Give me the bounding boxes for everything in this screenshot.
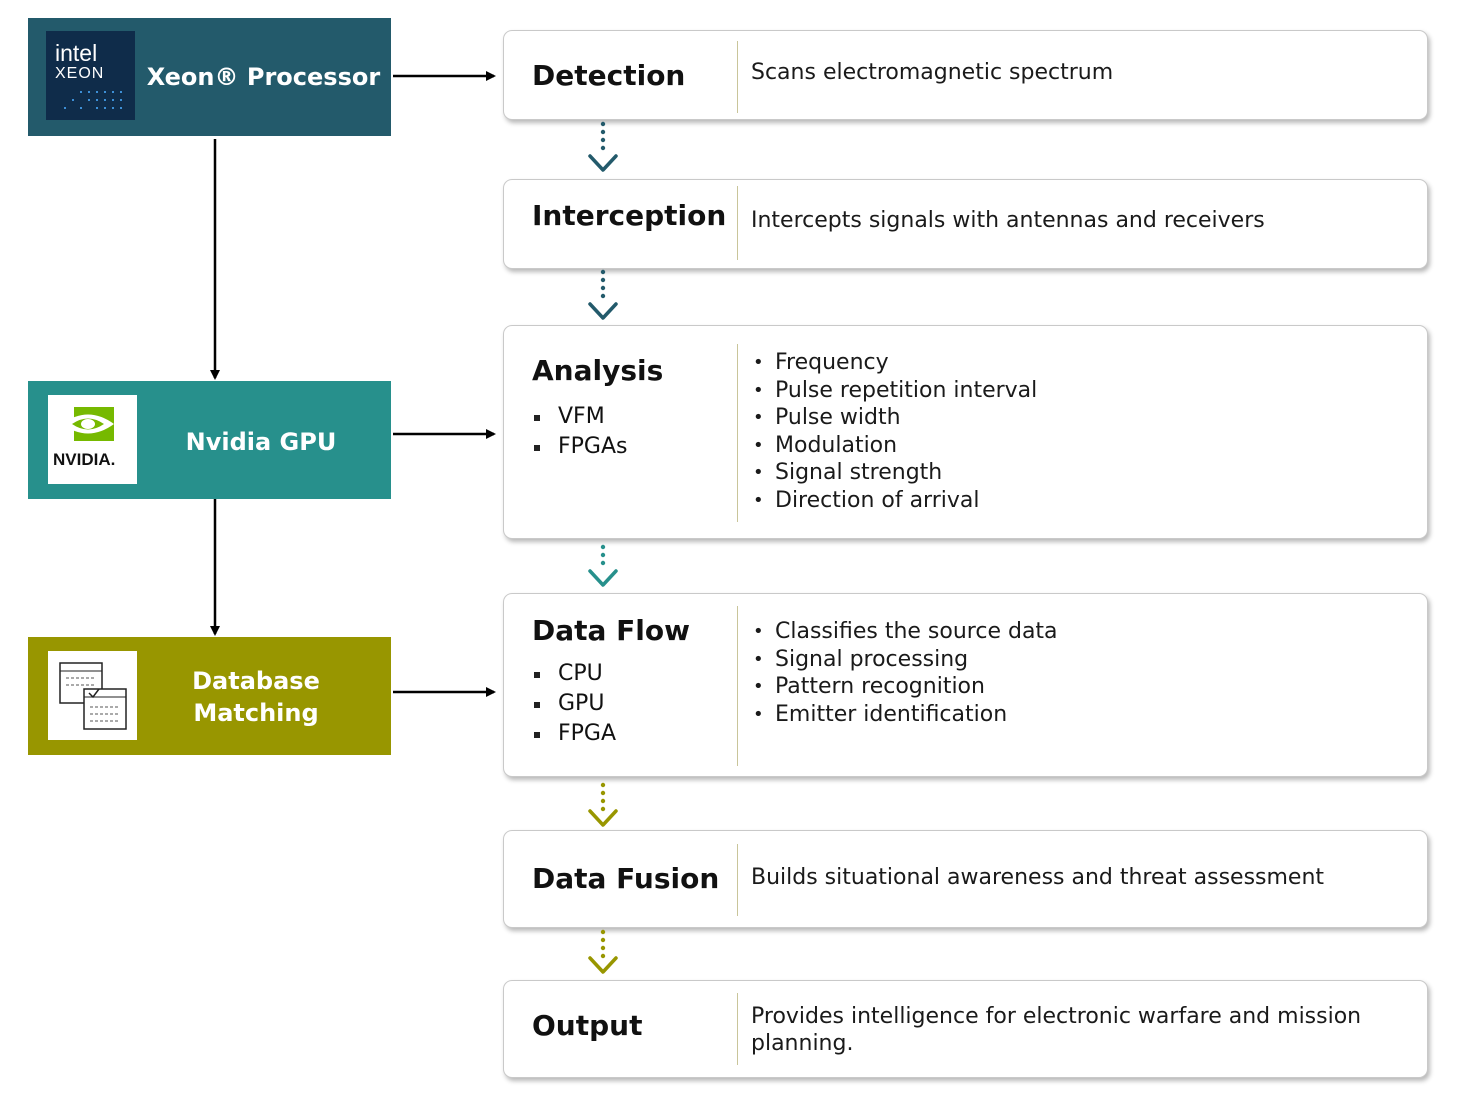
step-data-flow-card: Data Flow CPU GPU FPGA Classifies the so… <box>503 593 1428 777</box>
card-divider <box>737 186 738 260</box>
database-matching-logo <box>48 651 137 740</box>
step-description: Provides intelligence for electronic war… <box>751 1004 1362 1056</box>
step-bullet: Pulse width <box>751 404 1387 432</box>
step-subitem: GPU <box>532 689 616 719</box>
intel-xeon-logo-art: intel XEON <box>55 40 122 109</box>
nvidia-eye-icon: NVIDIA. <box>53 407 115 469</box>
step-title: Detection <box>532 59 686 92</box>
step-title: Analysis <box>532 354 664 387</box>
card-divider <box>737 41 738 113</box>
step-description: Intercepts signals with antennas and rec… <box>751 208 1265 233</box>
database-matching-label-line2: Matching <box>193 699 319 727</box>
step-interception-card: Interception Intercepts signals with ant… <box>503 179 1428 269</box>
step-analysis-card: Analysis VFM FPGAs Frequency Pulse repet… <box>503 325 1428 539</box>
step-bullet: Pulse repetition interval <box>751 377 1387 405</box>
step-subitem-list: VFM FPGAs <box>532 402 627 462</box>
step-subitem: FPGA <box>532 719 616 749</box>
xeon-processor-block: intel XEON Xeon® Processor <box>28 18 391 136</box>
step-subitem-list: CPU GPU FPGA <box>532 659 616 749</box>
step-subitem: VFM <box>532 402 627 432</box>
step-bullet: Modulation <box>751 432 1387 460</box>
step-bullet-list: Classifies the source data Signal proces… <box>751 618 1387 728</box>
step-bullet: Emitter identification <box>751 701 1387 729</box>
step-flow-arrow <box>588 269 618 320</box>
step-output-card: Output Provides intelligence for electro… <box>503 980 1428 1078</box>
step-bullet: Direction of arrival <box>751 487 1387 515</box>
document-compare-icon <box>59 662 127 730</box>
step-title: Data Flow <box>532 614 690 647</box>
card-divider <box>737 993 738 1065</box>
database-matching-block: Database Matching <box>28 637 391 755</box>
step-bullet-list: Frequency Pulse repetition interval Puls… <box>751 349 1387 514</box>
nvidia-gpu-label: Nvidia GPU <box>185 428 337 456</box>
step-description: Builds situational awareness and threat … <box>751 865 1325 890</box>
step-flow-arrow <box>588 544 618 587</box>
card-divider <box>737 844 738 916</box>
step-bullet-area: Frequency Pulse repetition interval Puls… <box>751 349 1387 514</box>
step-title: Output <box>532 1009 643 1042</box>
xeon-processor-label: Xeon® Processor <box>146 63 381 91</box>
intel-logo-text: intel <box>55 40 97 66</box>
nvidia-logo: NVIDIA. <box>48 395 137 484</box>
database-matching-label: Database Matching <box>156 665 356 729</box>
card-divider <box>737 606 738 766</box>
intel-xeon-logo: intel XEON <box>46 31 135 120</box>
step-title: Data Fusion <box>532 862 720 895</box>
step-bullet: Pattern recognition <box>751 673 1387 701</box>
step-data-fusion-card: Data Fusion Builds situational awareness… <box>503 830 1428 928</box>
database-matching-label-line1: Database <box>192 667 320 695</box>
xeon-logo-text: XEON <box>55 65 104 82</box>
step-flow-arrow <box>588 782 618 827</box>
step-bullet: Signal processing <box>751 646 1387 674</box>
nvidia-logo-text: NVIDIA. <box>53 450 115 469</box>
step-description: Scans electromagnetic spectrum <box>751 60 1114 85</box>
step-bullet: Signal strength <box>751 459 1387 487</box>
step-title: Interception <box>532 199 727 232</box>
step-bullet: Frequency <box>751 349 1387 377</box>
step-bullet-area: Classifies the source data Signal proces… <box>751 618 1387 728</box>
step-detection-card: Detection Scans electromagnetic spectrum <box>503 30 1428 120</box>
step-flow-arrow <box>588 929 618 974</box>
step-bullet: Classifies the source data <box>751 618 1387 646</box>
card-divider <box>737 344 738 522</box>
step-subitem: FPGAs <box>532 432 627 462</box>
nvidia-gpu-block: NVIDIA. Nvidia GPU <box>28 381 391 499</box>
step-subitem: CPU <box>532 659 616 689</box>
step-flow-arrow <box>588 121 618 172</box>
